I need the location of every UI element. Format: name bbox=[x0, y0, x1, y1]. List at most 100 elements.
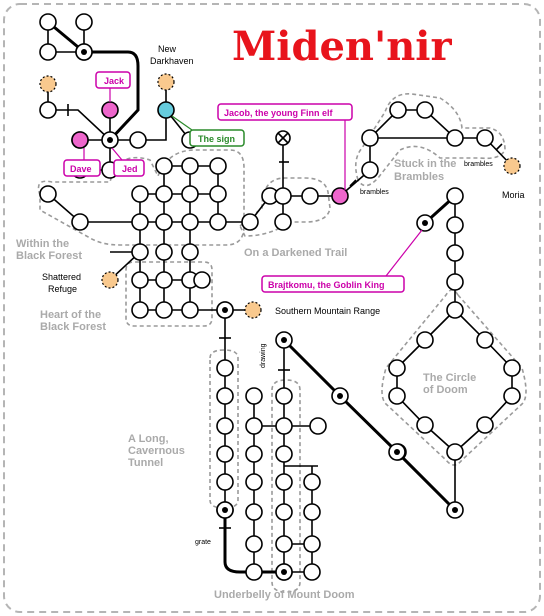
tag-jed[interactable]: Jed bbox=[111, 147, 145, 177]
map-node bbox=[446, 244, 464, 262]
map-node bbox=[209, 213, 227, 231]
blocked-node-icon bbox=[275, 130, 291, 146]
sign-node[interactable] bbox=[157, 101, 175, 119]
map-node bbox=[274, 213, 292, 231]
party-node-jack[interactable] bbox=[101, 101, 119, 119]
map-node bbox=[155, 157, 173, 175]
place-label-southern-range: Southern Mountain Range bbox=[275, 306, 380, 316]
unexplored-node-shattered-refuge[interactable] bbox=[101, 271, 119, 289]
tag-jack[interactable]: Jack bbox=[95, 71, 131, 102]
area-label-heart-black-forest: Heart of the Black Forest bbox=[40, 309, 106, 333]
area-outline-brambles bbox=[354, 93, 506, 187]
map-node bbox=[245, 563, 263, 581]
party-node-dave[interactable] bbox=[71, 131, 89, 149]
map-title: Miden'nir bbox=[232, 23, 452, 70]
svg-text:Black Forest: Black Forest bbox=[16, 250, 82, 262]
tag-dave[interactable]: Dave bbox=[63, 148, 101, 177]
unexplored-node[interactable] bbox=[39, 75, 57, 93]
svg-text:Brambles: Brambles bbox=[394, 171, 444, 183]
map-node bbox=[245, 503, 263, 521]
map-nodes bbox=[39, 13, 521, 581]
tag-jacob[interactable]: Jacob, the young Finn elf bbox=[217, 103, 353, 190]
edge-label-drawing: drawing bbox=[260, 343, 267, 368]
map-node bbox=[245, 387, 263, 405]
map-node bbox=[216, 445, 234, 463]
map-node bbox=[274, 187, 292, 205]
place-label-new-darkhaven: New Darkhaven bbox=[150, 44, 194, 66]
map-node bbox=[416, 331, 434, 349]
area-label-long-tunnel: A Long, Cavernous Tunnel bbox=[128, 433, 185, 469]
svg-text:Heart of the: Heart of the bbox=[40, 309, 101, 321]
map-node bbox=[155, 243, 173, 261]
map-node bbox=[416, 101, 434, 119]
map-node bbox=[181, 213, 199, 231]
svg-text:Shattered: Shattered bbox=[42, 272, 81, 282]
edge-label-brambles-1: brambles bbox=[360, 189, 389, 196]
map-node bbox=[181, 243, 199, 261]
map-node bbox=[245, 445, 263, 463]
svg-text:of Doom: of Doom bbox=[423, 384, 468, 396]
svg-text:Tunnel: Tunnel bbox=[128, 457, 163, 469]
unexplored-node-new-darkhaven[interactable] bbox=[157, 73, 175, 91]
map-frame bbox=[3, 3, 541, 613]
map-node bbox=[209, 157, 227, 175]
place-label-shattered-refuge: Shattered Refuge bbox=[42, 272, 81, 294]
map-node bbox=[303, 473, 321, 491]
map-node bbox=[39, 13, 57, 31]
svg-text:Cavernous: Cavernous bbox=[128, 445, 185, 457]
map-node bbox=[275, 445, 293, 463]
map-node bbox=[245, 473, 263, 491]
map-node bbox=[416, 416, 434, 434]
svg-text:Dave: Dave bbox=[70, 164, 92, 174]
gate-marks bbox=[67, 104, 503, 529]
area-outline-within-black-forest bbox=[37, 149, 245, 246]
map-node bbox=[361, 129, 379, 147]
map-node bbox=[155, 301, 173, 319]
svg-text:Refuge: Refuge bbox=[48, 284, 77, 294]
place-label-moria: Moria bbox=[502, 190, 525, 200]
map-node bbox=[193, 271, 211, 289]
svg-text:Jed: Jed bbox=[122, 164, 138, 174]
map-node bbox=[309, 417, 327, 435]
map-node bbox=[503, 387, 521, 405]
map-node bbox=[303, 563, 321, 581]
svg-text:Jacob, the young Finn elf: Jacob, the young Finn elf bbox=[224, 108, 334, 118]
svg-text:A Long,: A Long, bbox=[128, 433, 169, 445]
svg-text:Brajtkomu, the Goblin King: Brajtkomu, the Goblin King bbox=[268, 280, 385, 290]
map-node bbox=[245, 535, 263, 553]
map-node bbox=[446, 187, 464, 205]
area-label-darkened-trail: On a Darkened Trail bbox=[244, 247, 347, 259]
map-node bbox=[361, 161, 379, 179]
unexplored-node-moria[interactable] bbox=[503, 157, 521, 175]
map-node bbox=[389, 101, 407, 119]
map-node bbox=[131, 271, 149, 289]
edge-label-grate: grate bbox=[195, 539, 211, 546]
area-label-underbelly: Underbelly of Mount Doom bbox=[214, 589, 355, 601]
tag-brajtkomu[interactable]: Brajtkomu, the Goblin King bbox=[261, 229, 423, 293]
map-node bbox=[275, 503, 293, 521]
svg-text:Black Forest: Black Forest bbox=[40, 321, 106, 333]
unexplored-node-southern-range[interactable] bbox=[244, 301, 262, 319]
map-node bbox=[388, 387, 406, 405]
area-outline-darkened-trail bbox=[238, 177, 331, 237]
edge-label-brambles-2: brambles bbox=[464, 161, 493, 168]
tag-the-sign[interactable]: The sign bbox=[171, 115, 245, 147]
map-node bbox=[71, 213, 89, 231]
svg-text:Jack: Jack bbox=[104, 76, 125, 86]
party-node-jacob[interactable] bbox=[331, 187, 349, 205]
map-node bbox=[446, 273, 464, 291]
map-node bbox=[476, 416, 494, 434]
map-node bbox=[39, 185, 57, 203]
map-node bbox=[216, 473, 234, 491]
svg-text:Stuck in the: Stuck in the bbox=[394, 158, 456, 170]
map-node bbox=[476, 331, 494, 349]
map-node bbox=[131, 213, 149, 231]
map-node bbox=[216, 387, 234, 405]
map-node bbox=[446, 216, 464, 234]
map-node bbox=[388, 359, 406, 377]
map-node bbox=[275, 473, 293, 491]
map-node bbox=[301, 187, 319, 205]
map-node bbox=[245, 417, 263, 435]
map-node bbox=[181, 157, 199, 175]
